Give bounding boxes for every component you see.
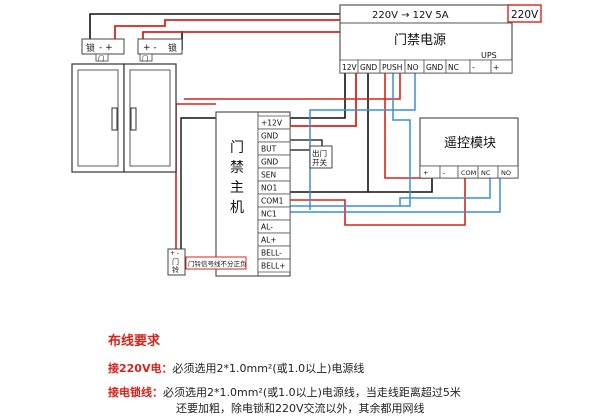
door-right-inner [129, 69, 171, 167]
power-input-box [507, 4, 542, 23]
lock-left: 锁 - + 门 [81, 38, 125, 63]
controller-terminal-label-11: BELL+ [261, 262, 286, 271]
lock-right-body [137, 38, 183, 55]
controller-terminal-label-1: GND [261, 132, 278, 141]
controller-terminal-label-10: BELL- [261, 249, 282, 258]
power-input-label: 220V [511, 9, 539, 21]
power-title: 门禁电源 [394, 33, 446, 48]
remote-terminal-label-4: NO [501, 169, 511, 177]
wire-black-sensor [180, 117, 230, 249]
lock-line-text-2: 还要加粗，除电锁和220V交流以外，其余都用网线 [176, 402, 425, 415]
remote-terminal-label-1: - [443, 169, 446, 177]
controller-title-4: 机 [230, 200, 244, 216]
exit-switch-label-2: 开关 [312, 157, 327, 167]
lock-line-note: 接电锁线：必须选用2*1.0mm²(或1.0以上)电源线，当走线距离超过5米 [108, 384, 461, 400]
door-sensor: + - 门 铃 门铃信号线不分正负 [167, 248, 247, 276]
power-line-note: 接220V电：必须选用2*1.0mm²(或1.0以上)电源线 [108, 360, 364, 376]
power-terminal-label-7: + [493, 63, 499, 72]
lock-left-name: 锁 [86, 42, 95, 54]
wire-red-controller-loop [184, 73, 401, 100]
controller-terminal-label-0: +12V [261, 119, 283, 128]
exit-switch-box [309, 145, 333, 169]
wiring-notes: 布线要求 接220V电：必须选用2*1.0mm²(或1.0以上)电源线 接电锁线… [0, 318, 605, 416]
controller-terminal-label-9: AL+ [261, 236, 277, 245]
controller-title-1: 门 [230, 140, 244, 156]
power-line-label: 接220V电： [108, 362, 173, 375]
exit-switch: 出门 开关 [309, 145, 333, 169]
wire-red-sensor [175, 103, 216, 249]
power-terminal-label-4: GND [426, 63, 443, 72]
controller-terminal-label-3: GND [261, 158, 278, 167]
ups-label: UPS [481, 51, 497, 60]
door-sensor-box [167, 248, 186, 276]
wiring-notes-heading: 布线要求 [108, 334, 161, 349]
exit-switch-label-1: 出门 [312, 148, 327, 158]
lock-line-label: 接电锁线： [108, 386, 163, 399]
power-terminal-label-6: - [472, 63, 475, 72]
remote-module: 遥控模块 + - COM NC NO [419, 117, 519, 179]
wire-black-gnd-remote [368, 178, 433, 193]
controller-terminal-label-5: NO1 [261, 184, 278, 193]
power-line-text: 必须选用2*1.0mm²(或1.0以上)电源线 [172, 362, 365, 375]
remote-module-title: 遥控模块 [444, 136, 496, 151]
lock-right-name: 锁 [168, 42, 177, 54]
door-right-handle [130, 107, 137, 131]
wire-blue-push [290, 73, 411, 207]
power-terminal-label-3: NO [407, 63, 419, 72]
lock-right-sub: 门 [142, 55, 148, 63]
lock-left-sub: 门 [98, 55, 104, 63]
door-sensor-label-2: 铃 [172, 265, 179, 274]
controller-terminal-label-8: AL- [261, 223, 273, 232]
lock-line-note-2: 还要加粗，除电锁和220V交流以外，其余都用网线 [176, 400, 425, 416]
power-voltage-line: 220V → 12V 5A [372, 10, 449, 21]
wire-blue-remote [290, 178, 501, 213]
lock-right: + - 锁 门 [137, 38, 183, 63]
lock-right-tab [139, 53, 153, 62]
door-sensor-polarity: + - [170, 250, 179, 257]
controller-title-3: 主 [230, 180, 244, 196]
controller-terminal-label-7: NC1 [261, 210, 277, 219]
remote-terminal-label-3: NC [481, 169, 491, 177]
controller-terminal-11 [257, 258, 291, 273]
power-terminal-7 [490, 59, 513, 74]
controller-terminal-label-2: BUT [261, 145, 277, 154]
wire-red-remote-com [290, 178, 466, 226]
wire-black-psu-12v [290, 73, 346, 119]
remote-terminal-4 [497, 165, 519, 179]
door-sensor-note-box [185, 256, 247, 270]
door-sensor-label-1: 门 [172, 257, 179, 266]
door-left-handle [111, 107, 118, 131]
lock-right-polarity: + - [143, 43, 157, 53]
remote-terminals: + - COM NC NO [419, 165, 519, 179]
power-terminal-label-2: PUSH [382, 63, 402, 72]
lock-left-tab [95, 53, 109, 62]
door-sensor-note: 门铃信号线不分正负 [188, 259, 247, 268]
lock-line-text: 必须选用2*1.0mm²(或1.0以上)电源线，当走线距离超过5米 [163, 386, 461, 399]
controller-terminal-label-6: COM1 [261, 197, 284, 206]
door-left-inner [77, 69, 119, 167]
remote-terminal-label-2: COM [461, 169, 476, 177]
lock-left-polarity: - + [99, 43, 113, 53]
wire-red-nc-remote [384, 73, 430, 179]
power-terminal-label-0: 12V [342, 63, 358, 72]
power-terminal-label-1: GND [360, 63, 377, 72]
controller-terminal-label-4: SEN [261, 171, 276, 180]
wire-blue-remote-2 [399, 178, 491, 206]
wire-black-exit-switch [290, 139, 323, 146]
remote-terminal-label-0: + [423, 169, 428, 177]
power-terminal-label-5: NC [448, 63, 459, 72]
controller-title-2: 禁 [230, 160, 244, 176]
door [71, 63, 177, 173]
